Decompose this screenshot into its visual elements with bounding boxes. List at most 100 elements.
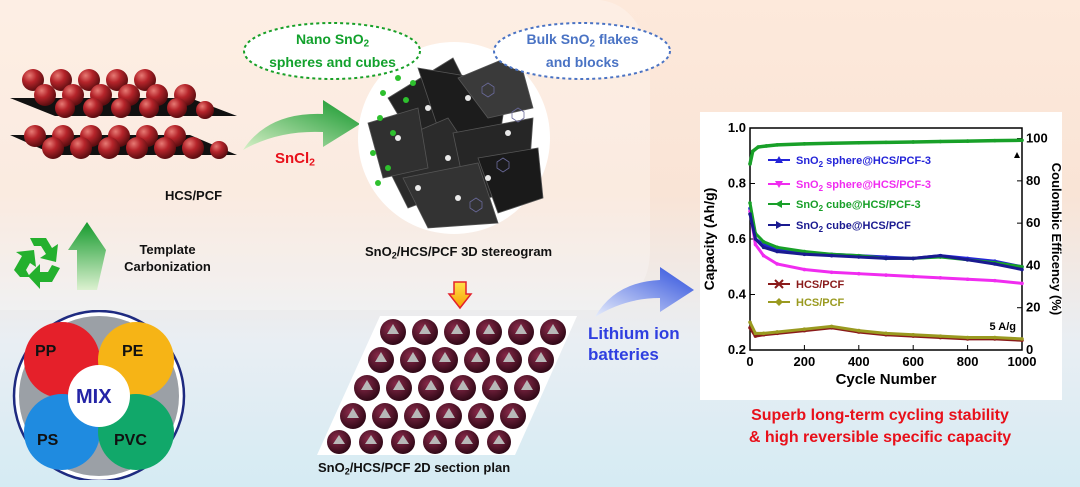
- series-point-6: [748, 162, 752, 166]
- y2-tick-label: 100: [1026, 131, 1048, 146]
- series-point-6: [764, 144, 769, 148]
- series-point-6: [857, 141, 861, 145]
- series-point-6: [911, 140, 915, 144]
- series-point-2: [1020, 264, 1024, 269]
- series-point-1: [753, 242, 758, 247]
- series-point-3: [857, 255, 861, 259]
- stereogram-label: SnO2/HCS/PCF 3D stereogram: [365, 244, 553, 261]
- series-point-5: [775, 330, 779, 334]
- series-point-1: [911, 274, 915, 279]
- series-point-6: [1020, 138, 1024, 143]
- lithium-ion-batteries-label: Lithium ion batteries: [588, 324, 680, 364]
- y2-tick-label: 20: [1026, 300, 1040, 315]
- legend-marker: [776, 221, 783, 229]
- series-point-6: [756, 145, 760, 149]
- legend-marker: [775, 200, 782, 208]
- legend-label: SnO2 sphere@HCS/PCF-3: [796, 179, 931, 193]
- series-point-5: [829, 324, 834, 329]
- series-point-6: [802, 142, 807, 146]
- performance-summary: Superb long-term cycling stability & hig…: [748, 407, 1012, 446]
- series-point-3: [761, 245, 766, 250]
- series-point-5: [761, 331, 766, 336]
- legend-label: SnO2 sphere@HCS/PCF-3: [796, 155, 931, 169]
- pp-label: PP: [35, 343, 57, 360]
- legend-marker: [775, 181, 783, 188]
- y2-tick-label: 60: [1026, 215, 1040, 230]
- legend-label: SnO2 cube@HCS/PCF-3: [796, 199, 921, 213]
- series-point-2: [748, 201, 752, 205]
- x-tick-label: 1000: [1008, 354, 1037, 369]
- recycle-icon: [14, 238, 60, 289]
- top-spheres: [22, 69, 214, 119]
- series-point-1: [857, 271, 861, 276]
- series-point-6: [829, 141, 834, 146]
- stereogram-illustration: [358, 42, 550, 234]
- x-tick-label: 400: [848, 354, 870, 369]
- series-point-5: [965, 335, 970, 340]
- y2-axis-label: Coulombic Efficency (%): [1049, 163, 1062, 315]
- y2-tick-label: 40: [1026, 257, 1040, 272]
- series-point-3: [884, 256, 888, 261]
- y2-tick-label: 80: [1026, 173, 1040, 188]
- x-axis-label: Cycle Number: [836, 371, 937, 388]
- series-point-5: [993, 335, 997, 340]
- series-point-1: [993, 278, 997, 283]
- bottom-spheres: [24, 125, 228, 159]
- x-tick-label: 200: [794, 354, 816, 369]
- bulk-sno2-label: Bulk SnO2 flakes and blocks: [526, 31, 639, 71]
- rate-annotation: 5 A/g: [990, 321, 1017, 333]
- series-point-4: [753, 334, 758, 338]
- series-point-5: [748, 320, 752, 325]
- section-plan-illustration: [317, 316, 577, 455]
- ce-end-marker: [1014, 152, 1020, 158]
- series-point-1: [965, 277, 970, 282]
- pe-label: PE: [122, 343, 144, 360]
- series-point-3: [829, 253, 834, 258]
- series-point-1: [938, 276, 943, 280]
- y-tick-label: 1.0: [728, 120, 746, 135]
- series-point-5: [753, 331, 758, 336]
- series-point-3: [911, 256, 915, 261]
- series-point-3: [775, 249, 779, 254]
- series-point-6: [993, 138, 997, 143]
- y-tick-label: 0.2: [728, 342, 746, 357]
- synthesis-arrow: [243, 100, 360, 150]
- series-point-3: [993, 262, 997, 266]
- legend-marker: [775, 156, 783, 163]
- legend-label: SnO2 cube@HCS/PCF: [796, 220, 911, 234]
- series-point-3: [748, 212, 752, 216]
- series-point-6: [884, 140, 888, 145]
- series-point-6: [938, 139, 943, 144]
- ps-label: PS: [37, 432, 59, 449]
- series-point-2: [775, 245, 779, 250]
- series-point-1: [802, 267, 807, 272]
- section-plan-label: SnO2/HCS/PCF 2D section plan: [318, 460, 511, 477]
- series-point-3: [802, 252, 807, 257]
- series-point-1: [775, 262, 779, 266]
- series-point-3: [753, 237, 758, 241]
- legend-label: HCS/PCF: [796, 279, 845, 291]
- y-tick-label: 0.6: [728, 231, 746, 246]
- sncl2-label: SnCl2: [275, 150, 316, 169]
- y-tick-label: 0.4: [728, 287, 747, 302]
- y-axis-label: Capacity (Ah/g): [701, 188, 717, 291]
- legend-label: HCS/PCF: [796, 297, 845, 309]
- up-arrow: [68, 222, 106, 290]
- legend-marker: [774, 279, 784, 289]
- down-arrow: [447, 281, 473, 310]
- nano-sno2-ellipse: [243, 22, 421, 80]
- series-point-2: [802, 249, 807, 254]
- series-point-1: [829, 270, 834, 275]
- series-point-1: [884, 273, 888, 277]
- series-point-5: [1020, 337, 1024, 341]
- series-point-3: [1020, 267, 1024, 272]
- x-tick-label: 600: [902, 354, 924, 369]
- y-tick-label: 0.8: [728, 176, 746, 191]
- hcs-pcf-label: HCS/PCF: [165, 188, 223, 203]
- template-carbonization-label: Template Carbonization: [124, 242, 211, 274]
- series-point-1: [761, 253, 766, 258]
- series-point-5: [857, 328, 861, 333]
- mix-plastics-diagram: [12, 310, 186, 480]
